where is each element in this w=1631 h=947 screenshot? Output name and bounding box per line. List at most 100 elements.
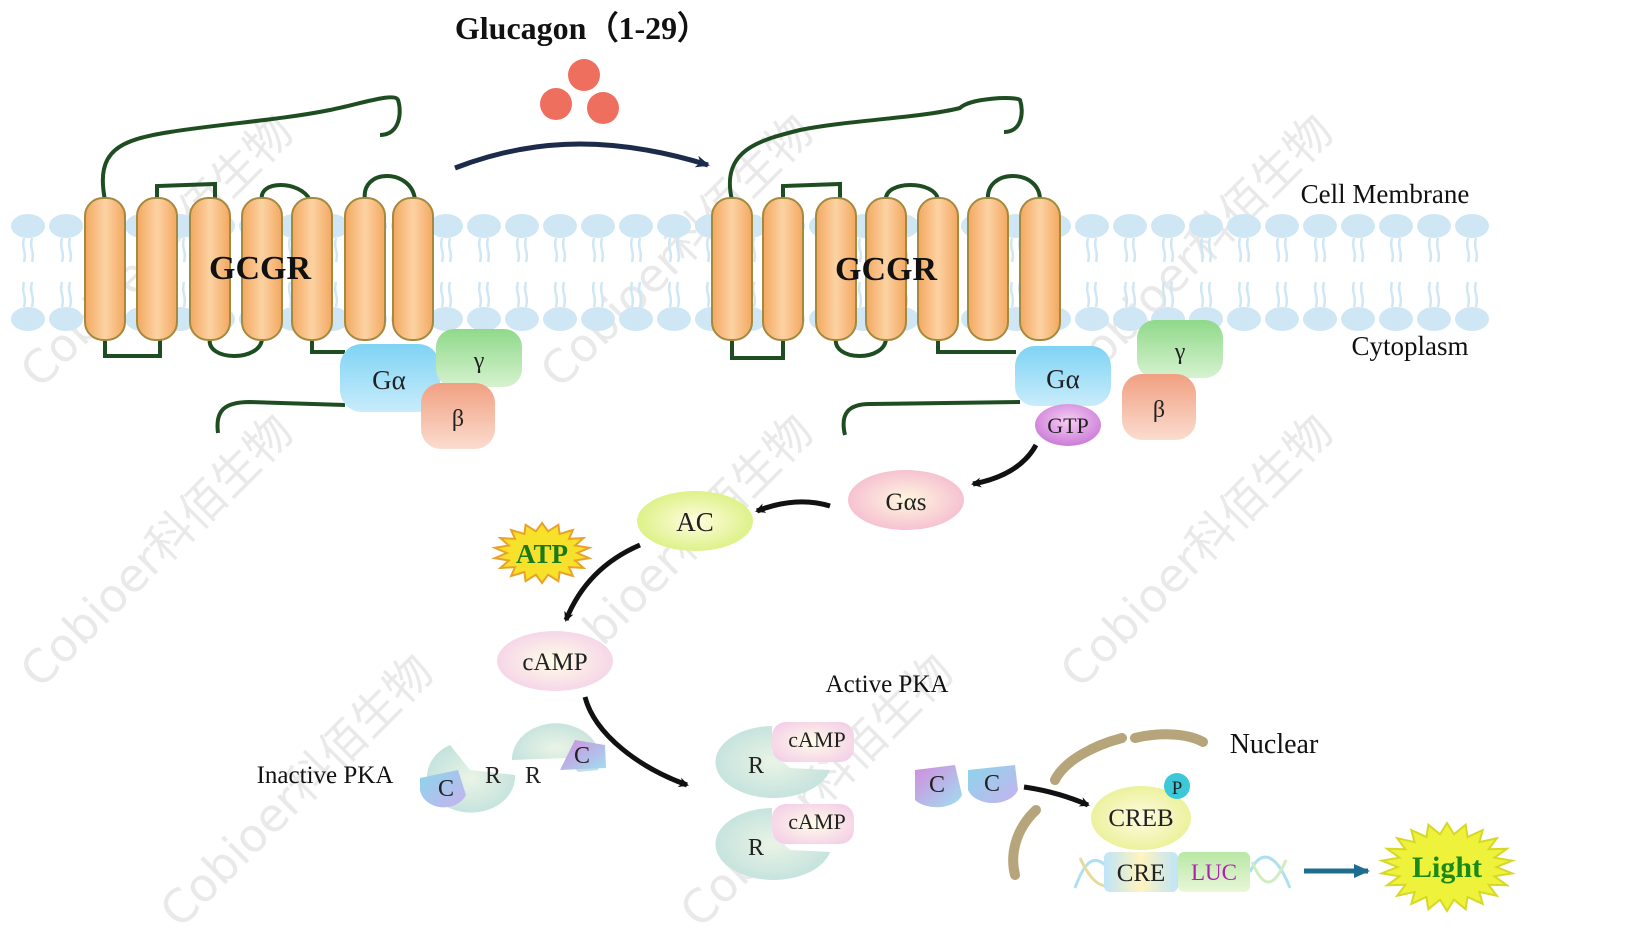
- lipid: [429, 214, 463, 331]
- gcgr-receptor-active: GCGR: [711, 96, 1061, 436]
- free-pka-c-label-1: C: [929, 772, 945, 798]
- g-beta-subunit: [421, 383, 495, 449]
- creb: CREB P: [1091, 773, 1191, 850]
- phosphate-label: P: [1172, 778, 1183, 799]
- g-beta-label-free: β: [1153, 397, 1165, 423]
- inactive-pka-label: Inactive PKA: [257, 762, 394, 789]
- g-alpha-subunit-active: [1015, 346, 1111, 406]
- g-alpha-label-active: Gα: [1046, 364, 1080, 394]
- watermark-text: Cobioer科佰生物: [10, 404, 304, 698]
- gcgr-label-left: GCGR: [209, 250, 311, 287]
- luc-gene: [1178, 852, 1250, 892]
- lipid: [543, 214, 577, 331]
- luc-label: LUC: [1191, 860, 1237, 885]
- free-catalytic-subunits: C C: [915, 765, 1018, 808]
- transmembrane-helix: [967, 197, 1009, 341]
- transmembrane-helix: [189, 197, 231, 341]
- creb-label: CREB: [1108, 805, 1173, 832]
- pka-c-subunit-2: [560, 740, 606, 770]
- pka-r-label-active-1: R: [748, 753, 764, 779]
- lipid: [1265, 214, 1299, 331]
- arrow-ac-to-camp: [563, 542, 641, 622]
- nuclear-label: Nuclear: [1230, 729, 1319, 760]
- gtp: [1035, 404, 1101, 446]
- glucagon-molecule: [540, 59, 619, 124]
- g-alpha-label: Gα: [372, 365, 406, 395]
- phosphate: [1164, 773, 1190, 799]
- reporter-dna: CRE LUC: [1073, 852, 1292, 892]
- lipid: [505, 214, 539, 331]
- transmembrane-helix: [917, 197, 959, 341]
- pka-camp-2: [772, 804, 854, 844]
- adenylyl-cyclase: AC: [637, 491, 753, 551]
- arrow-gas-to-ac: [755, 499, 831, 514]
- g-protein-complex-active: Gα GTP γ β: [1015, 320, 1223, 446]
- free-pka-c-label-2: C: [984, 771, 1000, 797]
- gcgr-receptor-inactive: GCGR: [84, 95, 434, 434]
- atp-label: ATP: [516, 539, 568, 569]
- transmembrane-helix: [762, 197, 804, 341]
- arrow-gtp-to-gas: [971, 443, 1039, 488]
- transmembrane-helix: [291, 197, 333, 341]
- lipid: [619, 214, 653, 331]
- lipid: [1455, 214, 1489, 331]
- transmembrane-helix: [815, 197, 857, 341]
- transmembrane-helix: [241, 197, 283, 341]
- lipid: [1417, 214, 1451, 331]
- g-alpha-s-label: Gαs: [886, 489, 927, 516]
- watermark-text: Cobioer科佰生物: [1050, 404, 1344, 698]
- pka-camp-1: [772, 722, 854, 762]
- lipid: [467, 214, 501, 331]
- arrow-camp-to-pka: [582, 696, 689, 788]
- transmembrane-helix: [344, 197, 386, 341]
- g-beta-label: β: [452, 406, 464, 432]
- watermark-text: Cobioer科佰生物: [150, 644, 444, 938]
- transmembrane-helix: [865, 197, 907, 341]
- camp-label: cAMP: [522, 649, 587, 676]
- gtp-label: GTP: [1047, 413, 1089, 438]
- lipid: [1303, 214, 1337, 331]
- transmembrane-helix: [1019, 197, 1061, 341]
- free-pka-c-1: [915, 765, 962, 808]
- lipid: [49, 214, 83, 331]
- glucagon-title: Glucagon（1-29）: [455, 10, 709, 46]
- g-gamma-label-free: γ: [1174, 339, 1186, 365]
- cytoplasm-label: Cytoplasm: [1351, 331, 1468, 361]
- lipid: [11, 214, 45, 331]
- g-gamma-subunit-free: [1137, 320, 1223, 378]
- transmembrane-helix: [84, 197, 126, 341]
- pka-r-label-1: R: [485, 763, 501, 789]
- pka-camp-label-2: cAMP: [788, 809, 845, 834]
- inactive-pka-complex: R R C C: [420, 723, 606, 813]
- pka-r-subunit-active-1: [715, 726, 830, 798]
- gcgr-label-right: GCGR: [835, 251, 937, 288]
- lipid: [1227, 214, 1261, 331]
- pka-r-subunit-active-2: [715, 808, 830, 880]
- arrow-c-to-creb: [1023, 784, 1090, 808]
- transmembrane-helix: [711, 197, 753, 341]
- transmembrane-helix: [392, 197, 434, 341]
- pka-c-label-1: C: [438, 776, 454, 802]
- binding-arrow: [454, 141, 710, 171]
- g-protein-complex-inactive: Gα γ β: [340, 329, 522, 449]
- pka-r-label-2: R: [525, 763, 541, 789]
- light-label: Light: [1412, 851, 1482, 884]
- camp: cAMP: [497, 631, 613, 691]
- pka-c-label-2: C: [574, 743, 590, 769]
- lipid: [1341, 214, 1375, 331]
- g-gamma-label: γ: [473, 348, 485, 374]
- pka-r-label-active-2: R: [748, 835, 764, 861]
- g-alpha-s: Gαs: [848, 470, 964, 530]
- cell-membrane-label: Cell Membrane: [1301, 179, 1470, 209]
- transmembrane-helix: [136, 197, 178, 341]
- lipid: [581, 214, 615, 331]
- g-beta-subunit-free: [1122, 374, 1196, 440]
- lipid: [1379, 214, 1413, 331]
- active-pka-label: Active PKA: [826, 671, 949, 698]
- lipid: [1113, 214, 1147, 331]
- cre-label: CRE: [1117, 860, 1166, 887]
- receptor-n-terminal-loop: [100, 95, 402, 201]
- pka-camp-label-1: cAMP: [788, 727, 845, 752]
